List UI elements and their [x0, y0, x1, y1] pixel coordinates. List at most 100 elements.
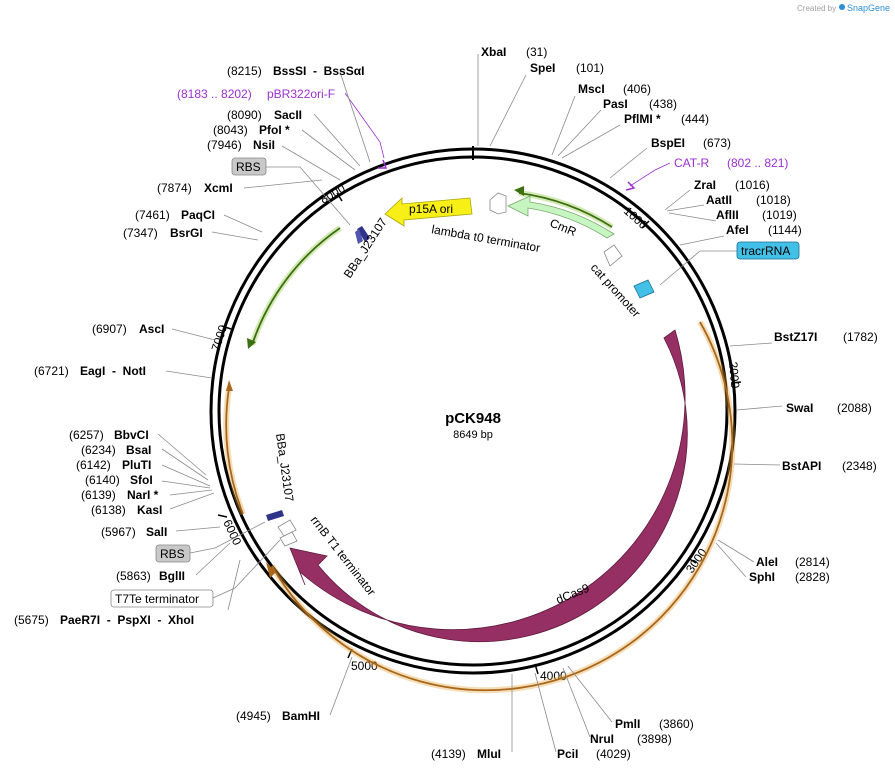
- bba-j23107-top-feature-b: [355, 229, 363, 244]
- site-pfoi[interactable]: (8043) PfoI *: [213, 123, 290, 137]
- site-bstapi[interactable]: BstAPI(2348): [782, 459, 877, 473]
- svg-text:MscI: MscI: [578, 82, 605, 96]
- svg-text:NsiI: NsiI: [253, 138, 275, 152]
- site-nrui[interactable]: NruI(3898): [590, 732, 672, 746]
- svg-text:AflII: AflII: [716, 208, 739, 222]
- rbs-top-label: RBS: [236, 160, 261, 174]
- svg-text:AatII: AatII: [706, 193, 732, 207]
- site-bsai[interactable]: (6234)BsaI: [81, 443, 151, 457]
- site-bsssi-bsssai[interactable]: (8215)BssSI - BssSαI: [227, 64, 364, 78]
- svg-text:BsrGI: BsrGI: [170, 226, 203, 240]
- green-track-top-line: [518, 192, 613, 228]
- primer-pbr322-name: pBR322ori-F: [267, 87, 335, 101]
- svg-text:(101): (101): [576, 61, 604, 75]
- svg-text:BsaI: BsaI: [126, 443, 151, 457]
- site-sphi[interactable]: SphI(2828): [749, 570, 830, 584]
- svg-text:PasI: PasI: [603, 97, 628, 111]
- cat-promoter-feature[interactable]: [603, 244, 623, 267]
- tick-6000-mark: [217, 514, 228, 518]
- site-xcmi[interactable]: (7874)XcmI: [157, 181, 233, 195]
- svg-text:PmlI: PmlI: [615, 717, 640, 731]
- tracrrna-box-label: tracrRNA: [741, 244, 790, 258]
- site-nari[interactable]: (6139)NarI *: [81, 488, 159, 502]
- site-sfoi[interactable]: (6140)SfoI: [85, 473, 153, 487]
- t7te-box[interactable]: [110, 589, 214, 608]
- site-aflii[interactable]: AflII(1019): [716, 208, 797, 222]
- site-bamhi[interactable]: (4945)BamHI: [236, 709, 320, 723]
- svg-text:(5675): (5675): [14, 613, 49, 627]
- svg-text:SalI: SalI: [146, 525, 167, 539]
- bba-j23107-mid-label: BBa_J23107: [273, 432, 296, 502]
- svg-text:(406): (406): [623, 82, 651, 96]
- svg-text:(7874): (7874): [157, 181, 192, 195]
- site-paqci[interactable]: (7461) PaqCI: [135, 208, 215, 222]
- site-zrai[interactable]: ZraI(1016): [694, 178, 770, 192]
- tick-1000-mark: [641, 220, 650, 229]
- tick-2000-mark: [730, 381, 742, 384]
- site-swai[interactable]: SwaI(2088): [786, 401, 872, 415]
- tracrrna-feature[interactable]: [633, 279, 655, 299]
- snapgene-credit: Created by SnapGene: [797, 3, 890, 13]
- site-pasi[interactable]: PasI(438): [603, 97, 677, 111]
- site-sacii[interactable]: (8090)SacII: [227, 108, 302, 122]
- orange-track-left-line: [225, 387, 244, 515]
- svg-text:(7461): (7461): [135, 208, 170, 222]
- site-pmli[interactable]: PmlI(3860): [615, 717, 694, 731]
- plasmid-backbone: [209, 146, 737, 675]
- svg-text:AscI: AscI: [139, 322, 164, 336]
- svg-text:PaqCI: PaqCI: [181, 208, 215, 222]
- site-msci[interactable]: MscI (406): [578, 82, 651, 96]
- site-kasi[interactable]: (6138)KasI: [91, 503, 162, 517]
- dcas9-feature[interactable]: [289, 329, 688, 643]
- site-eagi-noti[interactable]: (6721)EagI - NotI: [34, 364, 146, 378]
- site-bstz17i[interactable]: BstZ17I(1782): [774, 330, 878, 344]
- primer-catr-leader: [629, 162, 671, 187]
- site-spei[interactable]: SpeI (101): [530, 61, 604, 75]
- svg-text:(1018): (1018): [756, 193, 791, 207]
- bba-j23107-mid-feature[interactable]: [266, 510, 284, 521]
- site-bbvci[interactable]: (6257)BbvCI: [69, 428, 149, 442]
- rbs-top-box[interactable]: [231, 157, 267, 176]
- site-sali[interactable]: (5967)SalI: [101, 525, 167, 539]
- cat-promoter-label: cat promoter: [588, 261, 643, 320]
- svg-text:(1144): (1144): [768, 223, 802, 237]
- svg-text:NarI *: NarI *: [127, 488, 159, 502]
- svg-text:PfoI *: PfoI *: [259, 123, 290, 137]
- site-pflmi[interactable]: PflMI *(444): [624, 112, 709, 126]
- cmr-feature[interactable]: [507, 195, 615, 239]
- boxed-labels: tracrRNA RBS RBS T7Te terminator: [110, 157, 800, 608]
- sites-left: (4139)MluI (4945)BamHI (5675)PaeR7I - Ps…: [14, 64, 501, 761]
- green-track-left-arrow: [247, 338, 256, 349]
- svg-text:(7347): (7347): [123, 226, 158, 240]
- site-xbai[interactable]: XbaI(31): [481, 45, 547, 59]
- primer-catr-marker: [625, 181, 636, 191]
- site-mlui[interactable]: (4139)MluI: [431, 747, 501, 761]
- rbs-bottom-box[interactable]: [155, 544, 191, 563]
- site-paer7i-pspxi-xhoi[interactable]: (5675)PaeR7I - PspXI - XhoI: [14, 613, 194, 627]
- site-pluti[interactable]: (6142)PluTI: [76, 458, 151, 472]
- site-nsii[interactable]: (7946)NsiI: [207, 138, 275, 152]
- svg-text:BstAPI: BstAPI: [782, 459, 821, 473]
- tracrrna-box[interactable]: [736, 241, 800, 260]
- svg-text:SpeI: SpeI: [530, 61, 555, 75]
- t7te-leader: [212, 539, 281, 599]
- p15a-ori-feature[interactable]: [384, 197, 473, 227]
- svg-text:BamHI: BamHI: [282, 709, 320, 723]
- svg-text:BspEI: BspEI: [651, 136, 685, 150]
- site-pcii[interactable]: PciI(4029): [557, 747, 631, 761]
- svg-text:(6907): (6907): [92, 322, 127, 336]
- site-aatii[interactable]: AatII (1018): [706, 193, 791, 207]
- site-bspei[interactable]: BspEI(673): [651, 136, 731, 150]
- site-afei[interactable]: AfeI(1144): [726, 223, 802, 237]
- site-bsrgi[interactable]: (7347) BsrGI: [123, 226, 203, 240]
- svg-text:(8043): (8043): [213, 123, 248, 137]
- bba-j23107-top-feature[interactable]: [357, 226, 370, 242]
- svg-text:(6138): (6138): [91, 503, 126, 517]
- lambda-terminator-feature[interactable]: [489, 192, 507, 215]
- site-bglii[interactable]: (5863)BglII: [116, 569, 185, 583]
- orange-track-right-line: [271, 321, 734, 692]
- svg-text:(6257): (6257): [69, 428, 104, 442]
- sites-right: XbaI(31) SpeI (101) MscI (406) PasI(438) P…: [481, 45, 878, 761]
- site-asci[interactable]: (6907) AscI: [92, 322, 164, 336]
- site-alei[interactable]: AleI(2814): [756, 555, 830, 569]
